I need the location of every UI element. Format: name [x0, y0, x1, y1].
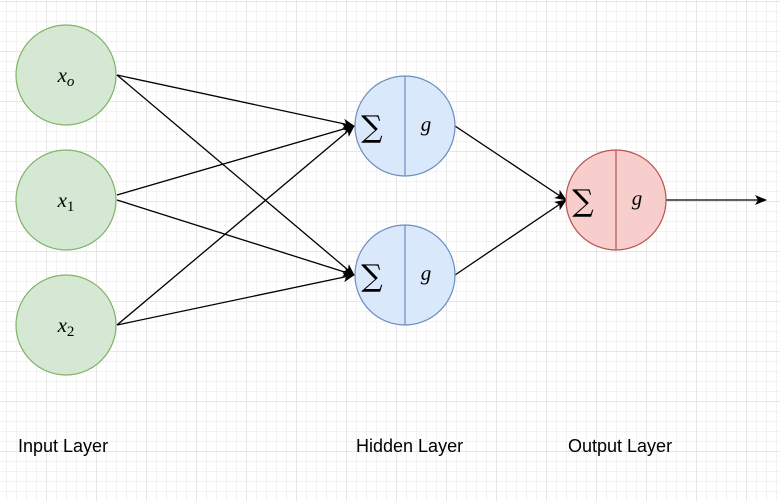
hidden-node-1: ∑ g	[354, 75, 456, 177]
sum-symbol: ∑	[361, 110, 383, 145]
input-node-x2: x2	[15, 274, 117, 376]
input-var: x	[57, 188, 68, 212]
input-node-circle	[15, 24, 117, 126]
input-layer-label: Input Layer	[18, 436, 108, 456]
svg-text:x1: x1	[57, 188, 75, 215]
hidden-layer-label: Hidden Layer	[356, 436, 463, 456]
edge-x2-h1	[116, 125, 355, 326]
hidden-node-2: ∑ g	[354, 224, 456, 326]
edge-h1-out	[454, 125, 567, 201]
edge-x1-h2	[116, 199, 355, 277]
activation-label: g	[632, 186, 643, 210]
edge-x0-h1	[116, 74, 355, 129]
edge-x1-h1	[116, 124, 355, 196]
sum-symbol: ∑	[572, 184, 594, 219]
svg-text:x2: x2	[57, 313, 75, 340]
edge-x2-h2	[116, 272, 355, 326]
input-node-circle	[15, 149, 117, 251]
input-node-x1: x1	[15, 149, 117, 251]
input-subscript: 1	[67, 199, 75, 215]
edge-x0-h2	[116, 74, 355, 276]
input-node-circle	[15, 274, 117, 376]
svg-text:xo: xo	[57, 63, 75, 90]
input-var: x	[57, 63, 68, 87]
edge-h2-out	[454, 199, 567, 276]
edges	[116, 74, 767, 326]
output-node: ∑ g	[565, 149, 667, 251]
output-layer-label: Output Layer	[568, 436, 672, 456]
input-var: x	[57, 313, 68, 337]
input-subscript: 2	[67, 324, 75, 340]
sum-symbol: ∑	[361, 259, 383, 294]
input-node-x0: xo	[15, 24, 117, 126]
input-subscript: o	[67, 74, 75, 90]
activation-label: g	[421, 112, 432, 136]
activation-label: g	[421, 261, 432, 285]
